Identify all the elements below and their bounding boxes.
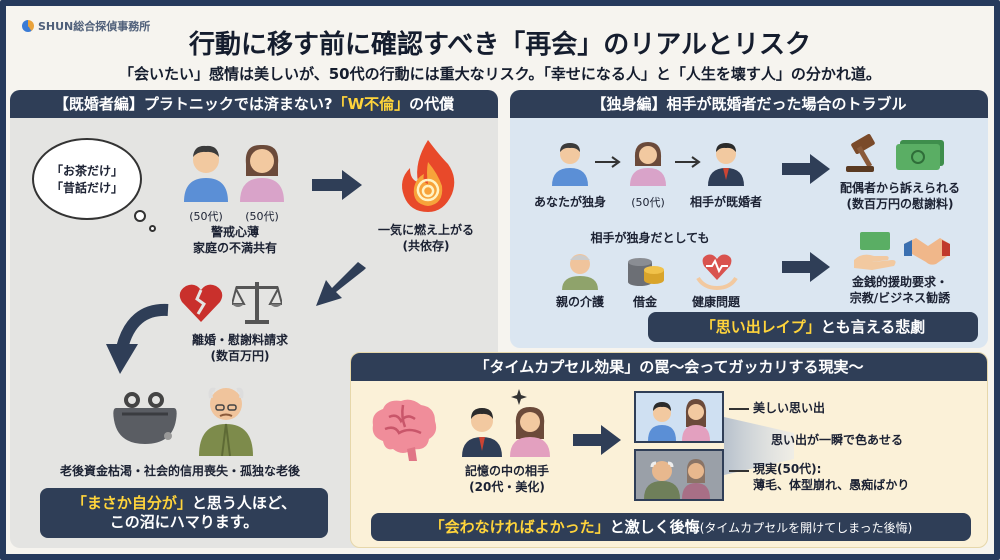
reality-caption-line-1: 現実(50代): [753,462,822,476]
woman-50s-icon-2 [628,140,668,186]
health-label: 健康問題 [691,295,740,309]
sparkle-icon [511,389,527,405]
fade-label: 思い出が一瞬で色あせる [771,433,904,447]
capsule-callout-highlight: 「会わなければよかった」 [429,518,610,536]
bubble-line-2: 「昔話だけ」 [50,181,123,195]
coins-icon [626,250,666,290]
capsule-panel: 「タイムカプセル効果」の罠〜会ってガッカリする現実〜 記憶の中の相手 (20代・… [350,352,988,548]
bubble-line-1: 「お茶だけ」 [50,164,123,178]
money-icon [896,134,946,172]
married-callout-line-2: この沼にハマります。 [109,513,259,531]
curved-arrow-icon [102,300,172,378]
married-panel: 【既婚者編】プラトニックでは済まない?「W不倫」の代償 「お茶だけ」 「昔話だけ… [10,90,498,548]
memory-caption: 記憶の中の相手 (20代・美化) [447,463,567,495]
elderly-man-icon [195,380,257,456]
logo-mark-icon [22,20,34,32]
logo-text: SHUN総合探偵事務所 [38,20,151,33]
logo: SHUN総合探偵事務所 [22,18,150,34]
couple-caption: 警戒心薄 家庭の不満共有 [170,224,300,256]
sued-caption: 配偶者から訴えられる (数百万円の慰謝料) [820,180,980,212]
brain-icon [369,397,439,463]
single-callout-rest: とも言える悲劇 [820,318,926,336]
young-woman-icon [507,405,553,457]
married-head-suffix: の代償 [409,95,455,113]
single-person-icon [550,140,590,186]
fire-caption-line-1: 一気に燃え上がる [377,223,474,237]
couple-caption-line-1: 警戒心薄 [210,225,259,239]
partner-married-label: 相手が既婚者 [689,195,762,209]
memory-caption-line-2: (20代・美化) [469,480,545,495]
divorce-caption-line-2: (数百万円) [210,349,270,364]
married-man-icon [706,140,746,186]
capsule-callout-rest: と激しく後悔 [609,518,700,536]
arrow-right-icon [310,168,364,202]
memory-caption-line-1: 記憶の中の相手 [464,464,549,478]
bubble-dot-large [134,210,146,222]
married-head-highlight: 「W不倫」 [332,95,410,113]
ruin-caption: 老後資金枯渇・社会的信用喪失・孤独な老後 [59,464,300,478]
married-callout-rest: と思う人ほど、 [191,494,297,512]
reality-caption-line-2: 薄毛、体型崩れ、愚痴ばかり [753,478,910,493]
single-callout-highlight: 「思い出レイプ」 [700,318,821,336]
divorce-caption: 離婚・慰謝料請求 (数百万円) [170,332,310,364]
reality-caption: 現実(50代): 薄毛、体型崩れ、愚痴ばかり [753,461,909,493]
money-caption: 金銭的援助要求・ 宗教/ビジネス勧誘 [820,274,980,306]
beautiful-memory-label: 美しい思い出 [753,401,826,415]
small-arrow-icon-1 [595,156,623,168]
handshake-icon [902,230,952,270]
arrow-right-icon-2 [780,152,832,186]
arrow-right-icon-4 [571,423,623,457]
care-label: 親の介護 [555,295,604,309]
memory-photo-frame [634,391,724,443]
couple-caption-line-2: 家庭の不満共有 [192,241,277,256]
arrow-down-left-icon [310,260,370,310]
fire-caption: 一気に燃え上がる (共依存) [356,222,496,254]
married-callout: 「まさか自分が」と思う人ほど、 この沼にハマります。 [40,488,328,538]
reality-pointer-line [729,470,749,472]
single-panel-heading: 【独身編】相手が既婚者だった場合のトラブル [510,90,988,118]
elderly-parent-icon [560,250,600,290]
money-caption-line-2: 宗教/ビジネス勧誘 [849,291,951,306]
page-subtitle: 「会いたい」感情は美しいが、50代の行動には重大なリスク。「幸せになる人」と「人… [119,65,881,83]
age-label-female: (50代) [245,210,279,223]
gavel-icon [844,134,890,174]
you-single-label: あなたが独身 [533,195,606,209]
bubble-dot-small [149,225,156,232]
capsule-callout: 「会わなければよかった」と激しく後悔(タイムカプセルを開けてしまった後悔) [371,513,971,541]
capsule-panel-heading: 「タイムカプセル効果」の罠〜会ってガッカリする現実〜 [351,353,987,381]
even-if-single-label: 相手が独身だとしても [590,231,710,245]
thought-bubble: 「お茶だけ」 「昔話だけ」 [32,138,156,232]
fire-caption-line-2: (共依存) [402,239,450,254]
beautiful-pointer-line [729,408,749,410]
single-callout: 「思い出レイプ」とも言える悲劇 [648,312,978,342]
arrow-right-icon-3 [780,250,832,284]
broken-heart-icon [178,282,224,324]
young-man-icon [459,405,505,457]
money-caption-line-1: 金銭的援助要求・ [851,275,948,289]
small-arrow-icon-2 [675,156,703,168]
empty-wallet-icon [110,390,180,446]
scale-icon [232,278,282,326]
money-hand-icon [852,230,898,270]
sued-caption-line-1: 配偶者から訴えられる [839,181,960,195]
married-callout-highlight: 「まさか自分が」 [71,494,192,512]
married-head-prefix: 【既婚者編】プラトニックでは済まない? [53,95,333,113]
sued-caption-line-2: (数百万円の慰謝料) [846,197,954,212]
debt-label: 借金 [632,295,657,309]
capsule-callout-note: (タイムカプセルを開けてしまった後悔) [699,521,913,535]
married-panel-heading: 【既婚者編】プラトニックでは済まない?「W不倫」の代償 [10,90,498,118]
single-mid-age-label: (50代) [631,196,665,209]
reality-photo-frame [634,449,724,501]
man-50s-icon [180,142,232,202]
single-panel: 【独身編】相手が既婚者だった場合のトラブル あなたが独身 (50代) 相手が既婚… [510,90,988,348]
fade-beam [724,411,794,481]
page-title: 行動に移す前に確認すべき「再会」のリアルとリスク [189,30,811,60]
fire-icon [396,138,460,214]
health-heart-icon [696,248,738,290]
woman-50s-icon [236,142,288,202]
age-label-male: (50代) [189,210,223,223]
divorce-caption-line-1: 離婚・慰謝料請求 [191,333,288,347]
